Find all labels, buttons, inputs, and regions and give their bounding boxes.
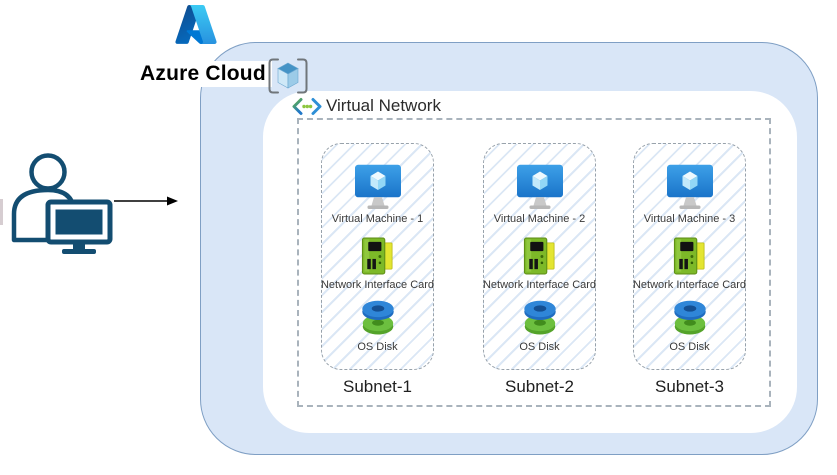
subnet-box-1: Virtual Machine - 1 Network Interface Ca… [321,143,434,370]
virtual-machine-icon [666,164,713,209]
vm-label: Virtual Machine - 2 [493,213,586,225]
azure-cloud-title: Azure Cloud [134,61,272,87]
network-interface-card-icon [523,237,555,275]
virtual-network-header: Virtual Network [292,95,441,117]
subnet-name-2: Subnet-2 [505,377,574,396]
network-interface-card-icon [673,237,705,275]
user-computer-icon [11,153,113,254]
virtual-machine-icon [516,164,563,209]
azure-logo-icon [175,5,217,44]
disk-label: OS Disk [519,341,560,353]
os-disk-icon [523,300,556,335]
os-disk-icon [361,300,394,335]
nic-label: Network Interface Card [632,279,747,291]
network-interface-card-icon [361,237,393,275]
virtual-network-label: Virtual Network [326,96,441,115]
virtual-network-icon [292,97,322,115]
disk-label: OS Disk [357,341,398,353]
virtual-network-box [297,118,771,407]
subnet-name-3: Subnet-3 [655,377,724,396]
nic-label: Network Interface Card [482,279,597,291]
flow-arrow [114,196,178,206]
subnet-name-1: Subnet-1 [343,377,412,396]
edge-artifact [0,199,3,225]
subnet-box-3: Virtual Machine - 3 Network Interface Ca… [633,143,746,370]
virtual-machine-icon [354,164,401,209]
nic-label: Network Interface Card [320,279,435,291]
azure-cube-icon [268,58,308,94]
disk-label: OS Disk [669,341,710,353]
os-disk-icon [673,300,706,335]
vm-label: Virtual Machine - 1 [331,213,424,225]
subnet-box-2: Virtual Machine - 2 Network Interface Ca… [483,143,596,370]
vm-label: Virtual Machine - 3 [643,213,736,225]
